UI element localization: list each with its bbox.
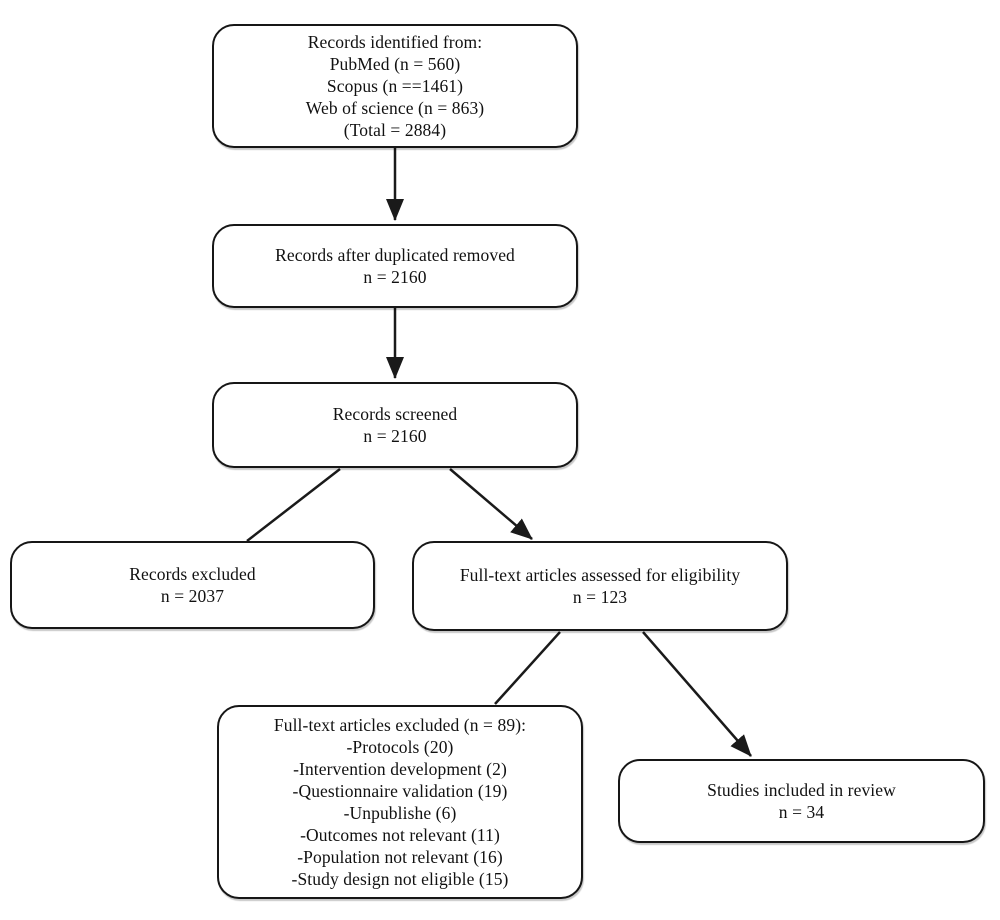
text-line: Full-text articles assessed for eligibil…: [459, 565, 741, 585]
text-line: n = 2160: [363, 426, 427, 446]
text-line: Records identified from:: [307, 32, 483, 52]
connector-fulltext-assessed-to-fulltext-excluded: [494, 631, 561, 705]
text-line: -Study design not eligible (15): [291, 869, 509, 889]
arrow-fulltext-assessed-to-included: [642, 631, 752, 757]
text-line: Web of science (n = 863): [305, 98, 485, 118]
box-fulltext-assessed: Full-text articles assessed for eligibil…: [412, 541, 788, 631]
text-line: PubMed (n = 560): [329, 54, 461, 74]
box-records-identified: Records identified from:PubMed (n = 560)…: [212, 24, 578, 148]
connector-screened-to-excluded: [246, 468, 341, 542]
text-line: -Population not relevant (16): [297, 847, 503, 867]
text-line: (Total = 2884): [343, 120, 447, 140]
text-line: Scopus (n ==1461): [326, 76, 464, 96]
text-line: Records after duplicated removed: [275, 245, 515, 265]
text-line: n = 2037: [160, 586, 225, 606]
text-line: Full-text articles excluded (n = 89):: [273, 715, 527, 735]
text-line: -Questionnaire validation (19): [292, 781, 508, 801]
text-line: Studies included in review: [707, 780, 896, 800]
box-records-identified-text: Records identified from:PubMed (n = 560)…: [214, 31, 576, 141]
text-line: n = 34: [778, 802, 825, 822]
box-fulltext-excluded-text: Full-text articles excluded (n = 89):-Pr…: [219, 714, 581, 890]
text-line: Records screened: [332, 404, 458, 424]
box-fulltext-assessed-text: Full-text articles assessed for eligibil…: [414, 564, 786, 608]
text-line: -Outcomes not relevant (11): [300, 825, 500, 845]
arrow-screened-to-fulltext-assessed: [449, 468, 533, 540]
text-line: Records excluded: [129, 564, 256, 584]
text-line: -Unpublishe (6): [343, 803, 457, 823]
box-fulltext-excluded: Full-text articles excluded (n = 89):-Pr…: [217, 705, 583, 899]
text-line: n = 123: [572, 587, 628, 607]
text-line: -Protocols (20): [346, 737, 454, 757]
text-line: n = 2160: [363, 267, 427, 287]
text-line: -Intervention development (2): [293, 759, 507, 779]
